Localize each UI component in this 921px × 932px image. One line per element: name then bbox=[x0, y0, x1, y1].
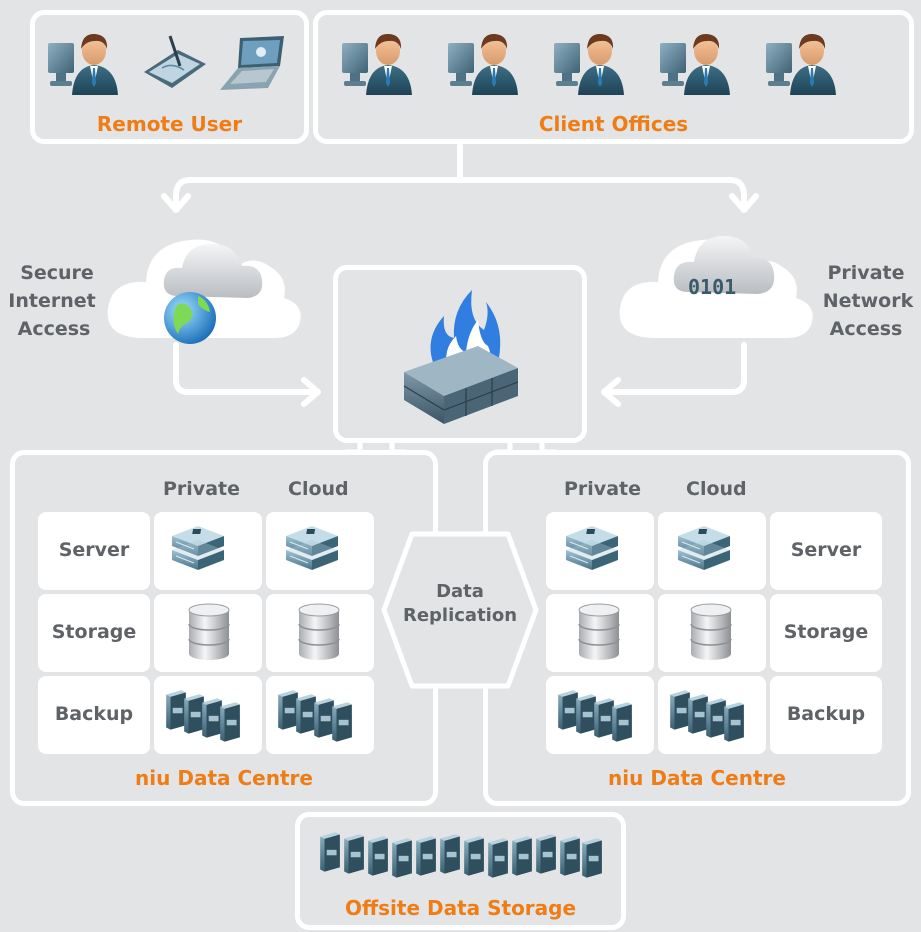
svg-text:0101: 0101 bbox=[688, 275, 736, 299]
row-label-backup: Backup bbox=[786, 703, 866, 725]
row-label-cell bbox=[770, 512, 882, 590]
secure-internet-line3: Access bbox=[17, 318, 91, 340]
tape-library-icon bbox=[276, 684, 366, 744]
remote-user-label: Remote User bbox=[96, 112, 243, 136]
private-network-line1: Private bbox=[827, 262, 905, 284]
firewall-icon bbox=[403, 290, 519, 424]
col-cloud-right: Cloud bbox=[686, 478, 747, 500]
row-label-cell bbox=[770, 594, 882, 672]
data-replication-line2: Replication bbox=[402, 605, 518, 626]
data-replication-shape bbox=[381, 531, 539, 689]
row-label-cell bbox=[38, 512, 150, 590]
secure-internet-line2: Internet bbox=[8, 290, 96, 312]
server-icon bbox=[282, 524, 342, 574]
col-cloud-left: Cloud bbox=[288, 478, 349, 500]
database-icon bbox=[574, 602, 624, 662]
server-icon bbox=[674, 524, 734, 574]
datacentre-right-label: niu Data Centre bbox=[608, 766, 786, 790]
server-icon bbox=[562, 524, 622, 574]
binary-cloud-icon: 0101 bbox=[673, 236, 775, 299]
col-private-left: Private bbox=[163, 478, 240, 500]
globe-cloud-icon bbox=[163, 244, 263, 344]
col-private-right: Private bbox=[564, 478, 641, 500]
database-icon bbox=[294, 602, 344, 662]
offsite-label: Offsite Data Storage bbox=[344, 896, 577, 920]
server-icon bbox=[168, 524, 228, 574]
private-network-line3: Access bbox=[829, 318, 903, 340]
client-offices-label: Client Offices bbox=[538, 112, 689, 136]
row-label-storage: Storage bbox=[51, 621, 137, 643]
database-icon bbox=[184, 602, 234, 662]
row-label-server: Server bbox=[58, 539, 130, 561]
row-label-cell bbox=[38, 594, 150, 672]
tape-library-icon bbox=[668, 684, 758, 744]
database-icon bbox=[686, 602, 736, 662]
datacentre-left-label: niu Data Centre bbox=[135, 766, 313, 790]
row-label-server: Server bbox=[790, 539, 862, 561]
private-network-line2: Network bbox=[822, 290, 914, 312]
row-label-cell bbox=[38, 676, 150, 754]
tape-library-icon bbox=[164, 684, 254, 744]
data-replication-line1: Data bbox=[436, 581, 484, 602]
tape-library-icon bbox=[556, 684, 646, 744]
row-label-storage: Storage bbox=[783, 621, 869, 643]
row-label-cell bbox=[770, 676, 882, 754]
row-label-backup: Backup bbox=[54, 703, 134, 725]
tape-library-icon bbox=[318, 826, 608, 886]
secure-internet-line1: Secure bbox=[20, 262, 94, 284]
